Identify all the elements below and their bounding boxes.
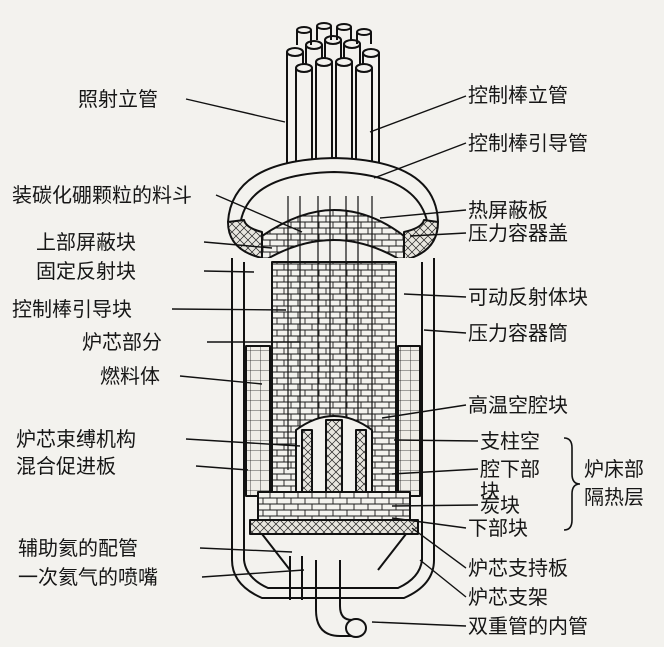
group-brace-icon	[563, 437, 581, 531]
support-plate	[249, 519, 419, 535]
label-irradiation-riser: 照射立管	[78, 87, 158, 111]
label-movable-reflector-block: 可动反射体块	[468, 285, 588, 309]
label-support-post-lower-block-2: 腔下部	[480, 457, 540, 481]
label-support-post-lower-block-3: 块	[480, 479, 500, 503]
label-thermal-shield-plate: 热屏蔽板	[468, 198, 548, 222]
label-hot-plenum-block: 高温空腔块	[468, 393, 568, 417]
label-upper-shield-block: 上部屏蔽块	[36, 230, 136, 254]
label-control-rod-guide-block: 控制棒引导块	[12, 297, 132, 321]
label-core-restraint-mechanism: 炉芯束缚机构	[16, 427, 136, 451]
label-pressure-vessel-head: 压力容器盖	[468, 221, 568, 245]
label-pressure-vessel-shell: 压力容器筒	[468, 321, 568, 345]
label-carbon-block: 炭块	[480, 493, 520, 517]
flange-ring	[227, 219, 263, 259]
lower-block	[257, 491, 411, 521]
vessel-drawing	[227, 22, 439, 638]
label-mixing-promoter-plate: 混合促进板	[16, 454, 116, 478]
label-control-rod-guide-tube: 控制棒引导管	[468, 131, 588, 155]
label-support-post-lower-block-1: 支柱空	[480, 429, 540, 453]
label-auxiliary-helium-piping: 辅助氦的配管	[18, 536, 138, 560]
label-core-bed-insulation-2: 隔热层	[584, 485, 644, 509]
label-core-support-plate: 炉芯支持板	[468, 556, 568, 580]
label-lower-block: 下部块	[468, 516, 528, 540]
leader-lines	[171, 95, 479, 627]
label-core-support-frame: 炉芯支架	[468, 585, 548, 609]
label-core-bed-insulation-1: 炉床部	[584, 457, 644, 481]
outlet-pipe	[315, 560, 352, 637]
label-boron-carbide-hopper: 装碳化硼颗粒的料斗	[12, 183, 192, 207]
label-coaxial-inner-pipe: 双重管的内管	[468, 614, 588, 638]
label-core-section: 炉芯部分	[82, 330, 162, 354]
label-primary-helium-nozzle: 一次氦气的喷嘴	[18, 565, 158, 589]
label-control-rod-riser: 控制棒立管	[468, 83, 568, 107]
label-fixed-reflector-block: 固定反射块	[36, 259, 136, 283]
label-fuel-element: 燃料体	[100, 364, 160, 388]
